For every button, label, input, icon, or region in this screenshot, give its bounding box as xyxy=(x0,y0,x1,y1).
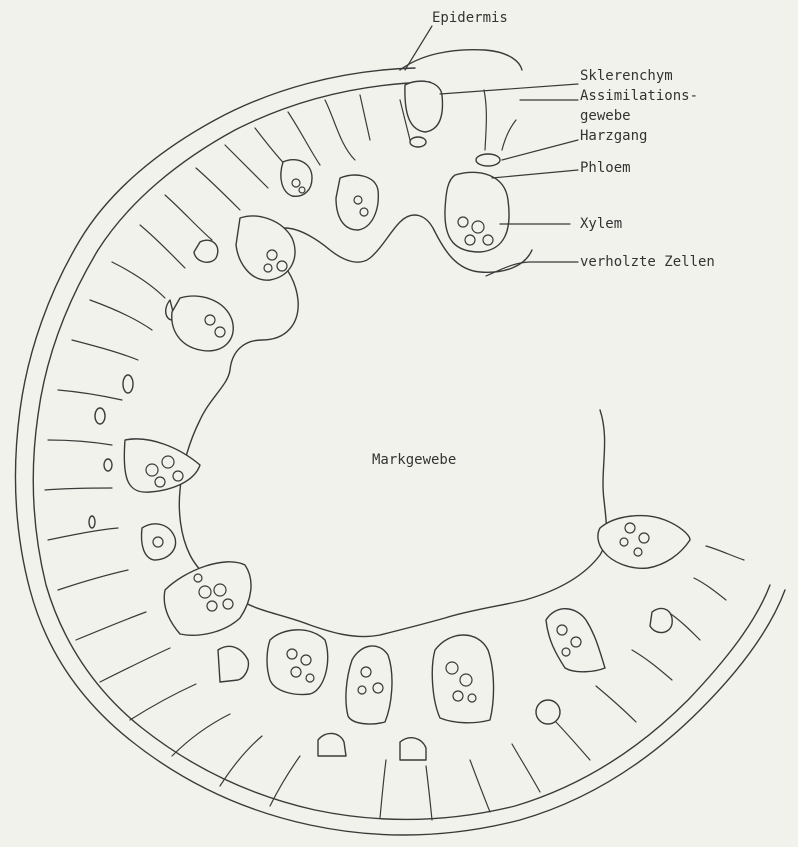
label-harzgang: Harzgang xyxy=(580,128,647,144)
label-epidermis: Epidermis xyxy=(432,10,508,26)
label-verholzte-zellen: verholzte Zellen xyxy=(580,254,715,270)
label-assimilationsgewebe-line2: gewebe xyxy=(580,108,631,124)
label-phloem: Phloem xyxy=(580,160,631,176)
epidermis-top-edge xyxy=(400,50,522,70)
label-xylem: Xylem xyxy=(580,216,622,232)
label-markgewebe: Markgewebe xyxy=(372,452,456,468)
label-assimilationsgewebe-line1: Assimilations- xyxy=(580,88,698,104)
label-sklerenchym: Sklerenchym xyxy=(580,68,673,84)
